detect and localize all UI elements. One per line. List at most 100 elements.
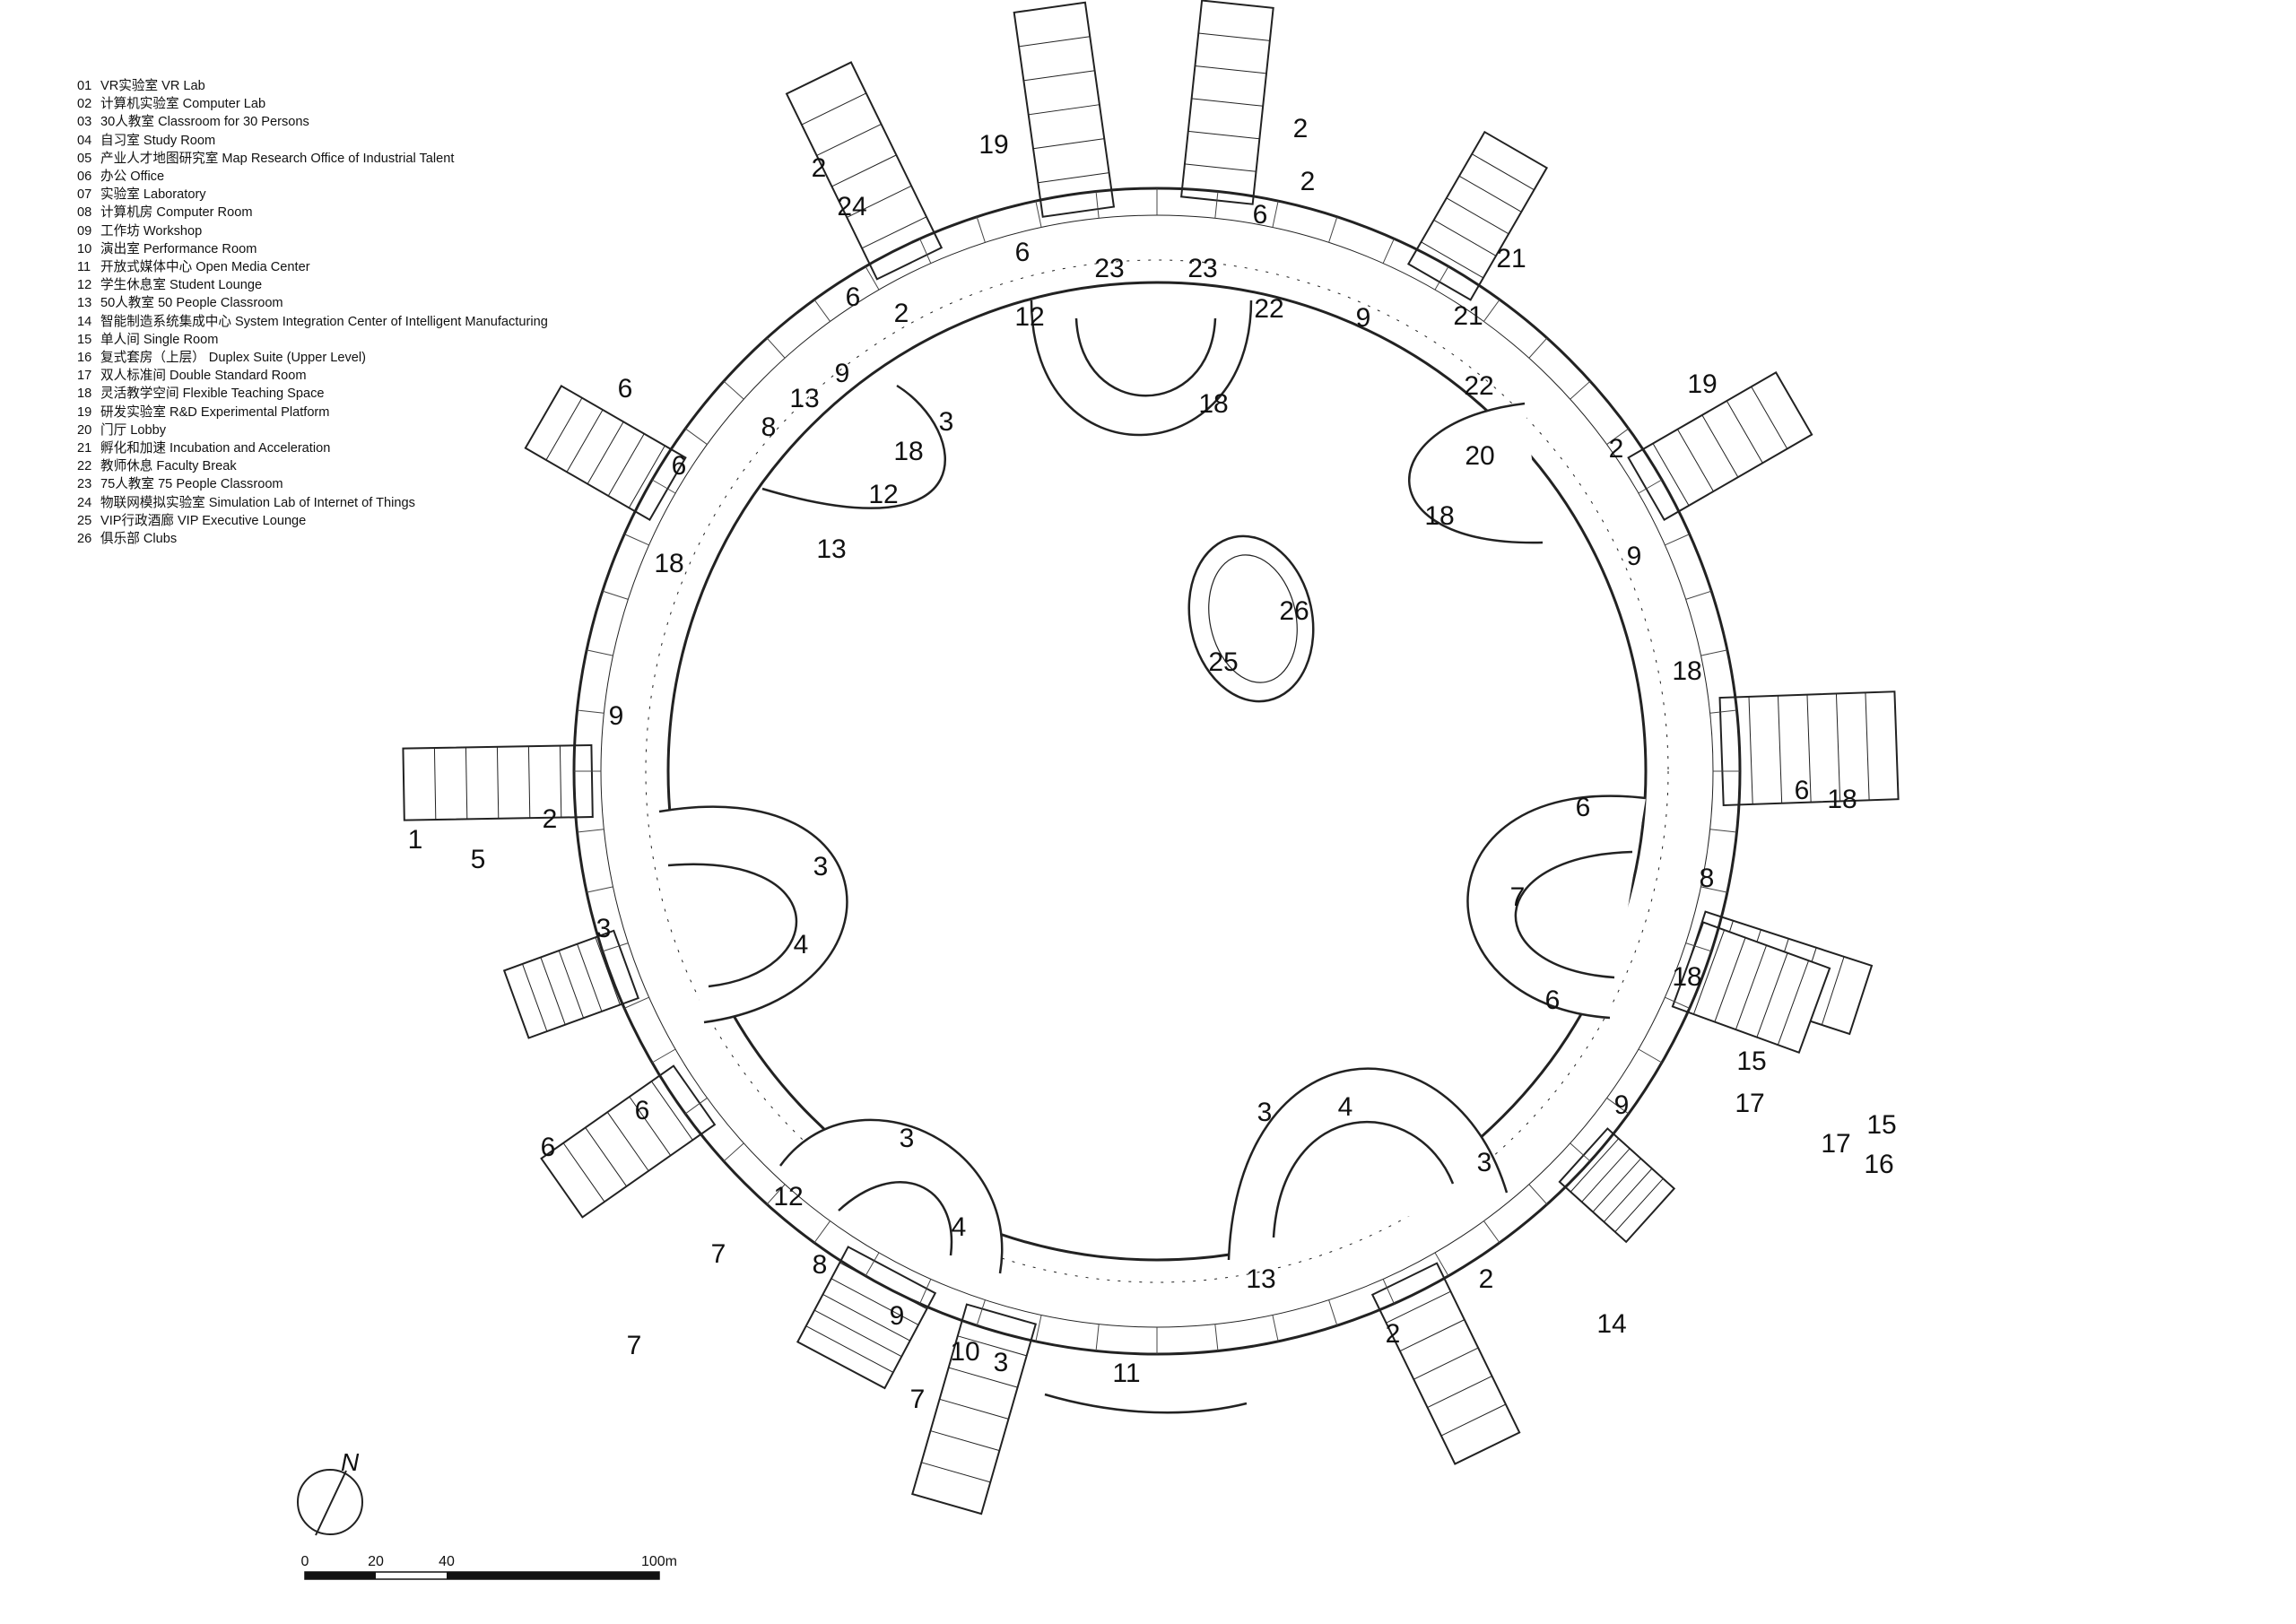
ring-partition <box>919 1279 932 1305</box>
wing-partition <box>1458 175 1522 213</box>
legend-item-number: 26 <box>77 532 92 547</box>
legend-item-number: 07 <box>77 187 92 203</box>
room-label: 26 <box>1279 596 1309 626</box>
loop-west-inner <box>667 863 798 988</box>
wing-partition <box>957 1335 1027 1357</box>
wing-partition <box>496 746 500 819</box>
ring-inner-wall <box>666 281 1648 1262</box>
room-label: 21 <box>1496 244 1526 274</box>
wing-partition <box>1865 692 1870 801</box>
room-label: 8 <box>761 413 777 442</box>
wing-partition <box>522 963 548 1032</box>
courtyard-loops <box>658 300 1647 1414</box>
ring-partition <box>865 265 880 291</box>
pavilion-inner <box>1208 554 1298 683</box>
legend-item-label: 研发实验室 R&D Experimental Platform <box>100 404 330 420</box>
ring-partition <box>865 1252 880 1277</box>
room-label: 12 <box>773 1182 803 1211</box>
room-label: 2 <box>1609 434 1624 464</box>
ring-partitions <box>574 188 1740 1354</box>
ring-partition <box>1638 479 1663 494</box>
legend-item-label: 复式套房（上层） Duplex Suite (Upper Level) <box>100 351 367 366</box>
room-label: 3 <box>939 407 954 437</box>
room-label: 2 <box>1479 1264 1494 1294</box>
wing-partition <box>628 445 665 508</box>
room-label: 11 <box>1112 1359 1140 1388</box>
ring-partition <box>602 590 629 600</box>
north-arrow: N <box>297 1448 363 1536</box>
ring-partition <box>1272 201 1279 228</box>
ring-partition <box>1434 1252 1449 1277</box>
room-label: 6 <box>672 451 687 481</box>
wing-partition <box>1604 1168 1653 1222</box>
ring-partition <box>1709 709 1737 714</box>
legend-item-label: 物联网模拟实验室 Simulation Lab of Internet of T… <box>100 495 415 510</box>
room-label: 19 <box>978 130 1008 160</box>
wing-partition <box>1777 695 1783 803</box>
wing-partition <box>559 745 562 818</box>
ring-partition <box>813 299 831 322</box>
ring-partition <box>587 649 613 656</box>
wing-partition <box>1592 1158 1641 1212</box>
legend-item-number: 17 <box>77 369 92 384</box>
wing-partition <box>629 1096 672 1156</box>
legend-item-label: 75人教室 75 People Classroom <box>100 477 283 492</box>
room-label: 9 <box>1356 303 1371 333</box>
room-label: 9 <box>835 359 850 388</box>
legend-item: 17 双人标准间 Double Standard Room <box>77 367 548 385</box>
room-label: 7 <box>711 1239 726 1269</box>
legend-item-number: 01 <box>77 79 92 93</box>
room-label: 2 <box>1300 167 1316 196</box>
room-label: 18 <box>1827 785 1857 814</box>
room-label: 2 <box>1293 114 1309 143</box>
wing-partition <box>595 937 621 1005</box>
room-label: 18 <box>893 437 923 466</box>
legend-item-number: 02 <box>77 97 92 112</box>
wing-partition <box>1701 414 1739 478</box>
ring-partition <box>1434 265 1449 291</box>
room-label: 22 <box>1464 371 1493 401</box>
room-label: 3 <box>994 1348 1009 1377</box>
ring-partition <box>1328 216 1338 243</box>
wing-partition <box>545 397 583 461</box>
room-label: 18 <box>1424 501 1454 531</box>
wing-partition <box>805 1325 894 1373</box>
ring-partition <box>1685 590 1712 600</box>
legend-item-label: VIP行政酒廊 VIP Executive Lounge <box>100 513 307 528</box>
legend-item-number: 19 <box>77 404 92 420</box>
legend-item-number: 08 <box>77 205 92 221</box>
room-label: 6 <box>618 374 633 404</box>
ring-partition <box>919 238 932 264</box>
legend-item-label: 教师休息 Faculty Break <box>100 459 237 474</box>
wing-blocks <box>402 0 1900 1515</box>
wing-partition <box>558 950 585 1019</box>
room-label: 6 <box>541 1133 556 1162</box>
ring-partition <box>1638 1048 1663 1064</box>
legend-item-label: 计算机实验室 Computer Lab <box>100 97 266 112</box>
legend-item-label: 双人标准间 Double Standard Room <box>100 369 307 384</box>
legend-item: 19 研发实验室 R&D Experimental Platform <box>77 404 548 421</box>
wing-partition <box>921 1462 991 1483</box>
wing-partition <box>1028 104 1100 116</box>
wing-partition <box>1652 443 1690 507</box>
legend-item-label: 开放式媒体中心 Open Media Center <box>100 260 310 275</box>
room-label: 4 <box>794 930 809 960</box>
ring-partition <box>1700 886 1727 893</box>
room-label: 13 <box>816 534 846 564</box>
legend-item-number: 06 <box>77 169 92 185</box>
legend-item-number: 05 <box>77 151 92 166</box>
legend-item-label: 计算机房 Computer Room <box>100 205 253 221</box>
wing-partition <box>1677 429 1714 492</box>
wing-partition <box>816 123 882 156</box>
wing-partition <box>1195 65 1267 74</box>
wing-partition <box>1399 1319 1465 1352</box>
room-label: 9 <box>1614 1090 1630 1120</box>
room-label: 2 <box>812 153 827 183</box>
